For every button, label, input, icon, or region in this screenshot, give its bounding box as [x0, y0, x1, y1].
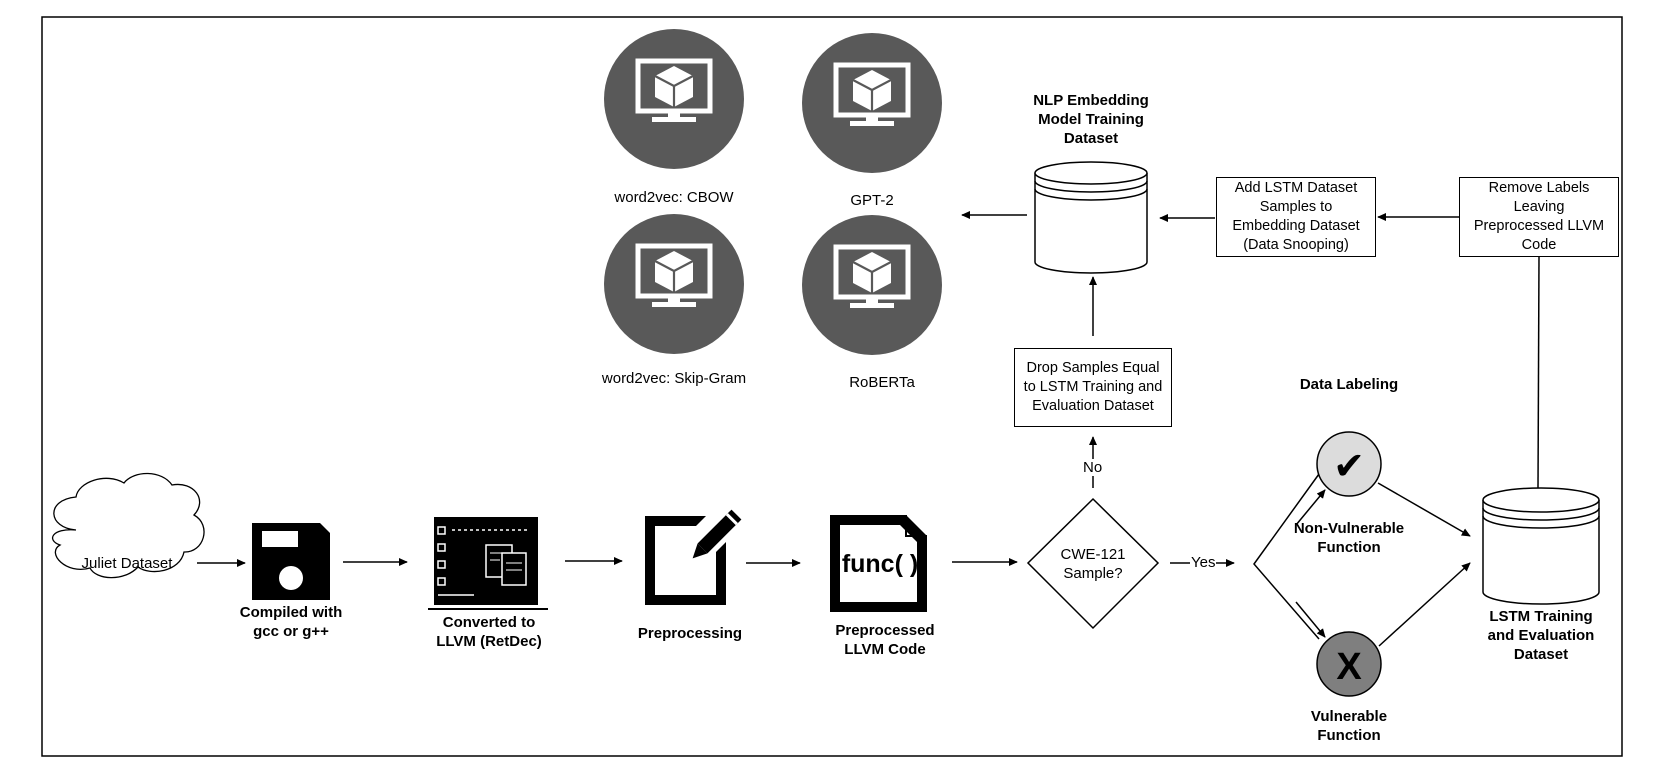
model-gpt2-label: GPT-2 — [850, 192, 894, 209]
juliet-dataset-label: Juliet Dataset — [81, 555, 173, 572]
no-label: No — [1082, 459, 1104, 476]
cwe121-decision-diamond — [1026, 497, 1160, 630]
llvm-converter-icon — [428, 517, 548, 610]
vulnerable-circle — [1316, 631, 1382, 697]
edit-icon — [645, 509, 742, 605]
x-icon: X — [1336, 646, 1362, 688]
remove-labels-box: Remove Labels Leaving Preprocessed LLVM … — [1459, 177, 1619, 257]
model-cbow-label: word2vec: CBOW — [614, 189, 734, 206]
model-gpt2-icon — [802, 33, 942, 173]
data-labeling-title: Data Labeling — [1299, 376, 1399, 393]
model-roberta-label: RoBERTa — [849, 374, 915, 391]
decision-label: CWE-121 Sample? — [1060, 546, 1126, 582]
juliet-cloud — [51, 472, 205, 579]
model-cbow-icon — [604, 29, 744, 169]
preprocessed-code-label: Preprocessed LLVM Code — [835, 622, 935, 658]
non-vulnerable-circle — [1316, 431, 1382, 497]
connector-arrows — [197, 210, 1540, 647]
add-lstm-samples-box: Add LSTM Dataset Samples to Embedding Da… — [1216, 177, 1376, 257]
labeling-split-lines — [1253, 473, 1320, 640]
check-icon: ✔ — [1333, 444, 1365, 488]
non-vulnerable-label: Non-Vulnerable Function — [1293, 520, 1405, 556]
model-roberta-icon — [802, 215, 942, 355]
outer-frame — [41, 16, 1623, 757]
nlp-dataset-cylinder — [1034, 161, 1148, 274]
model-skipgram-label: word2vec: Skip-Gram — [601, 370, 747, 387]
vulnerable-label: Vulnerable Function — [1310, 708, 1388, 744]
func-code-text: func( ) — [842, 550, 918, 578]
code-file-icon — [830, 515, 927, 612]
preprocessing-label: Preprocessing — [637, 625, 743, 642]
floppy-disk-icon — [252, 523, 330, 600]
nlp-dataset-label: NLP Embedding Model Training Dataset — [1033, 92, 1149, 147]
model-skipgram-icon — [604, 214, 744, 354]
lstm-dataset-cylinder — [1482, 487, 1600, 605]
yes-label: Yes — [1190, 554, 1217, 571]
compiled-label: Compiled with gcc or g++ — [239, 604, 343, 640]
converted-label: Converted to LLVM (RetDec) — [436, 614, 542, 650]
drop-samples-box: Drop Samples Equal to LSTM Training and … — [1014, 348, 1172, 427]
lstm-dataset-label: LSTM Training and Evaluation Dataset — [1487, 608, 1595, 663]
